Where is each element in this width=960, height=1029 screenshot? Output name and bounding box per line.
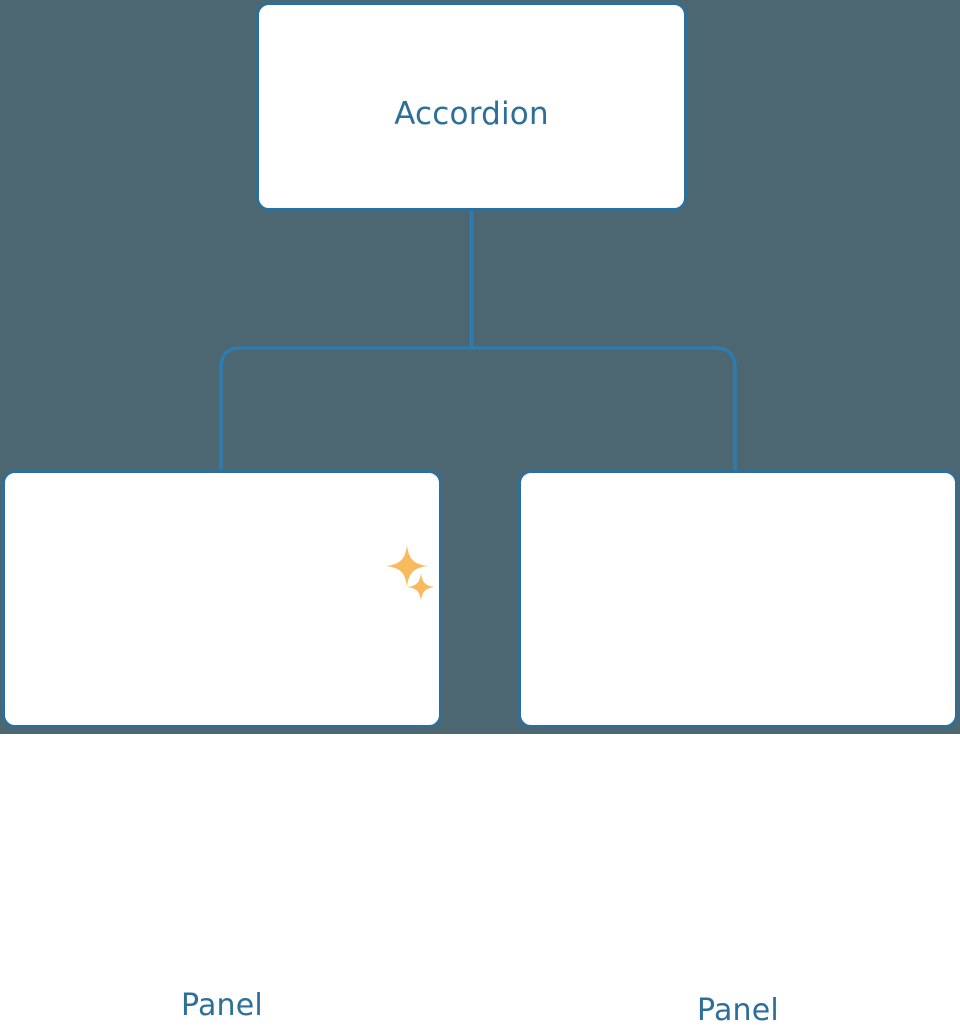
node-card-panel-left[interactable]: Panel xyxy=(2,470,442,1023)
node-card-panel-right[interactable]: Panel xyxy=(518,470,958,1028)
node-card-accordion[interactable]: Accordion xyxy=(256,2,687,211)
node-title-panel-left: Panel xyxy=(181,988,263,1023)
connector-branch-left xyxy=(219,346,472,470)
node-title-accordion: Accordion xyxy=(394,96,549,132)
connector-lines xyxy=(219,211,737,470)
connector-branch-right xyxy=(471,346,737,470)
node-title-panel-right: Panel xyxy=(697,993,779,1028)
